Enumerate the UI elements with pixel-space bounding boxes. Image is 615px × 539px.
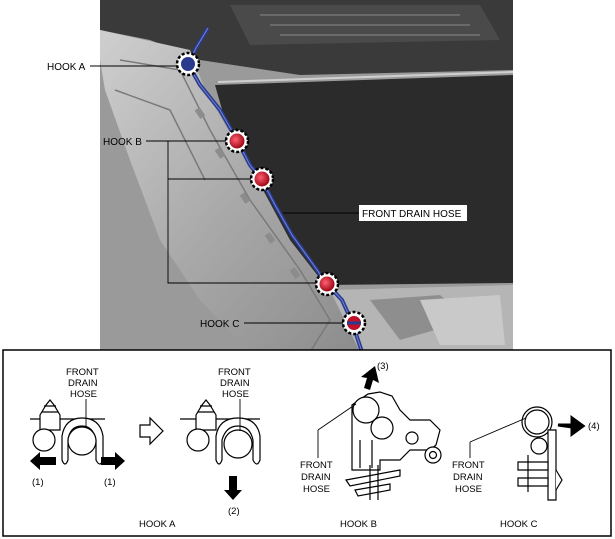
svg-text:DRAIN: DRAIN (301, 472, 331, 483)
svg-text:DRAIN: DRAIN (220, 378, 250, 389)
svg-text:FRONT: FRONT (452, 460, 485, 471)
hook-c-detail (517, 406, 563, 501)
caption-hook-c: HOOK C (500, 519, 538, 530)
svg-text:FRONT: FRONT (66, 367, 99, 378)
transition-arrow-icon (139, 416, 164, 446)
svg-text:HOSE: HOSE (455, 484, 482, 495)
hook-c-hose-label: FRONT DRAIN HOSE (452, 417, 527, 495)
hook-a-hose-label-2: FRONT DRAIN HOSE (218, 367, 251, 431)
hook-b-detail (344, 391, 442, 500)
leader-lines (90, 65, 360, 324)
hook-a-hose-label-1: FRONT DRAIN HOSE (66, 367, 99, 427)
detail-panel (2, 349, 612, 537)
hook-b-hose-label: FRONT DRAIN HOSE (300, 403, 357, 495)
svg-text:FRONT: FRONT (218, 367, 251, 378)
svg-text:DRAIN: DRAIN (68, 378, 98, 389)
svg-text:FRONT: FRONT (300, 460, 333, 471)
step-4: (4) (588, 421, 600, 432)
hook-a-detail-after (180, 399, 261, 465)
hook-b-marker-3 (314, 271, 340, 297)
step-1-right: (1) (104, 477, 116, 488)
hook-a-detail-before (30, 399, 105, 465)
arrow-up-right-icon (361, 366, 379, 390)
hook-c-marker (341, 310, 367, 336)
arrow-down-icon (224, 476, 242, 500)
svg-text:HOSE: HOSE (303, 484, 330, 495)
caption-hook-a: HOOK A (139, 519, 176, 530)
step-3: (3) (377, 361, 389, 372)
vehicle-photo (100, 0, 514, 353)
arrow-left-icon (30, 452, 56, 470)
hook-a-label: HOOK A (47, 62, 86, 73)
hook-b-marker-1 (224, 128, 250, 154)
arrow-right-icon-c (557, 415, 586, 437)
svg-text:HOSE: HOSE (222, 389, 249, 400)
hook-b-marker-2 (249, 166, 275, 192)
arrow-right-icon (101, 452, 125, 470)
svg-text:HOSE: HOSE (70, 389, 97, 400)
hook-a-marker (175, 51, 201, 77)
step-2: (2) (228, 506, 240, 517)
step-1-left: (1) (32, 477, 44, 488)
svg-text:DRAIN: DRAIN (453, 472, 483, 483)
hook-c-label: HOOK C (200, 319, 239, 330)
caption-hook-b: HOOK B (340, 519, 377, 530)
hook-b-label: HOOK B (103, 137, 142, 148)
front-drain-hose-label: FRONT DRAIN HOSE (362, 209, 462, 220)
